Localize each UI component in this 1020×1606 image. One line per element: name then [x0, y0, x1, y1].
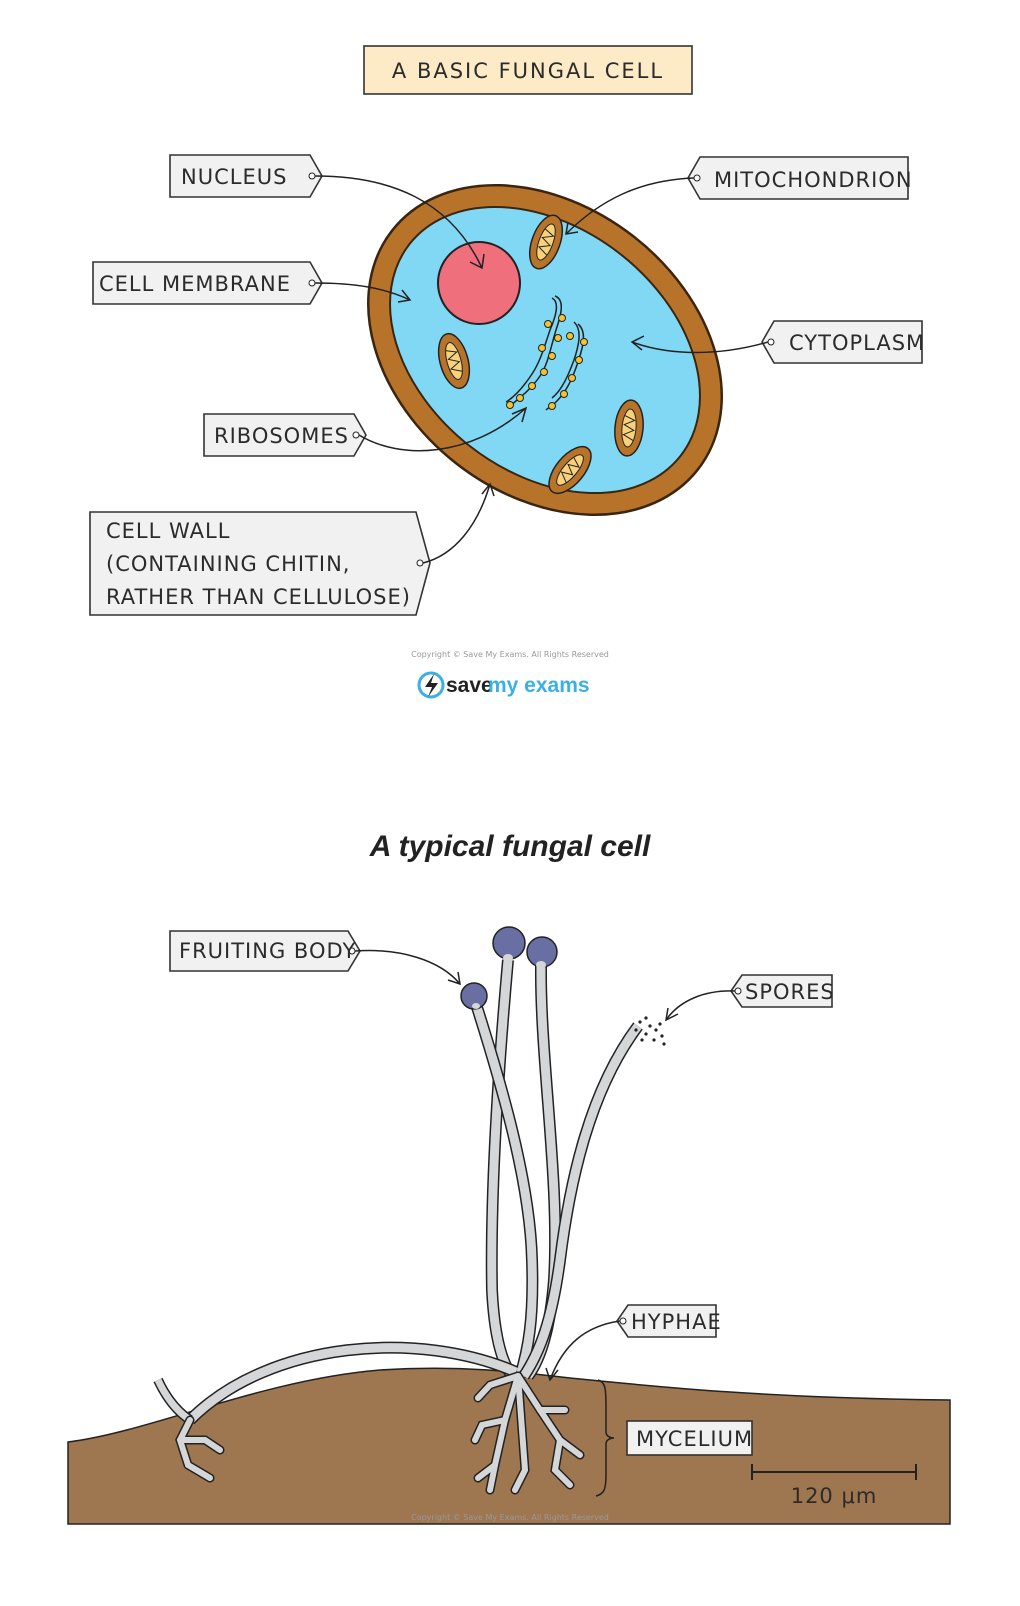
save-my-exams-logo: save my exams [419, 673, 590, 697]
diagram-title: A BASIC FUNGAL CELL [392, 59, 664, 83]
ribosomes-text: RIBOSOMES [214, 424, 349, 448]
logo-text-myexams: my exams [488, 674, 590, 697]
cytoplasm-label: CYTOPLASM [762, 321, 925, 363]
hyphae-text: HYPHAE [631, 1310, 722, 1334]
mycelium-text: MYCELIUM [636, 1427, 753, 1451]
mycelium-label: MYCELIUM [627, 1421, 753, 1455]
fruiting-body-text: FRUITING BODY [179, 939, 356, 963]
cytoplasm-text: CYTOPLASM [789, 331, 925, 355]
bottom-diagram: FRUITING BODY SPORES HYPHAE MYCELIUM 120… [68, 927, 950, 1524]
ribosomes-label: RIBOSOMES [204, 414, 366, 456]
copyright-text: Copyright © Save My Exams. All Rights Re… [411, 650, 609, 659]
mitochondrion-text: MITOCHONDRION [714, 168, 913, 192]
cell-membrane-label: CELL MEMBRANE [93, 262, 322, 304]
cell-wall-text-2: (CONTAINING CHITIN, [106, 552, 350, 576]
scale-bar-text: 120 μm [791, 1484, 878, 1508]
bottom-copyright-text: Copyright © Save My Exams. All Rights Re… [411, 1513, 609, 1522]
nucleus [438, 242, 520, 324]
cell-wall-label: CELL WALL (CONTAINING CHITIN, RATHER THA… [90, 512, 430, 615]
spores-text: SPORES [745, 980, 835, 1004]
figure-caption: A typical fungal cell [369, 830, 651, 863]
nucleus-text: NUCLEUS [181, 165, 287, 189]
top-diagram: A BASIC FUNGAL CELL [90, 46, 925, 697]
cell-membrane-text: CELL MEMBRANE [99, 272, 291, 296]
hyphae-label: HYPHAE [617, 1305, 722, 1337]
fruiting-body-label: FRUITING BODY [170, 931, 360, 971]
nucleus-label: NUCLEUS [170, 155, 322, 197]
cell-wall-text-1: CELL WALL [106, 519, 230, 543]
logo-text-save: save [446, 674, 493, 697]
cell-wall-text-3: RATHER THAN CELLULOSE) [106, 585, 411, 609]
mitochondrion-label: MITOCHONDRION [688, 157, 913, 199]
spores-label: SPORES [731, 975, 835, 1007]
